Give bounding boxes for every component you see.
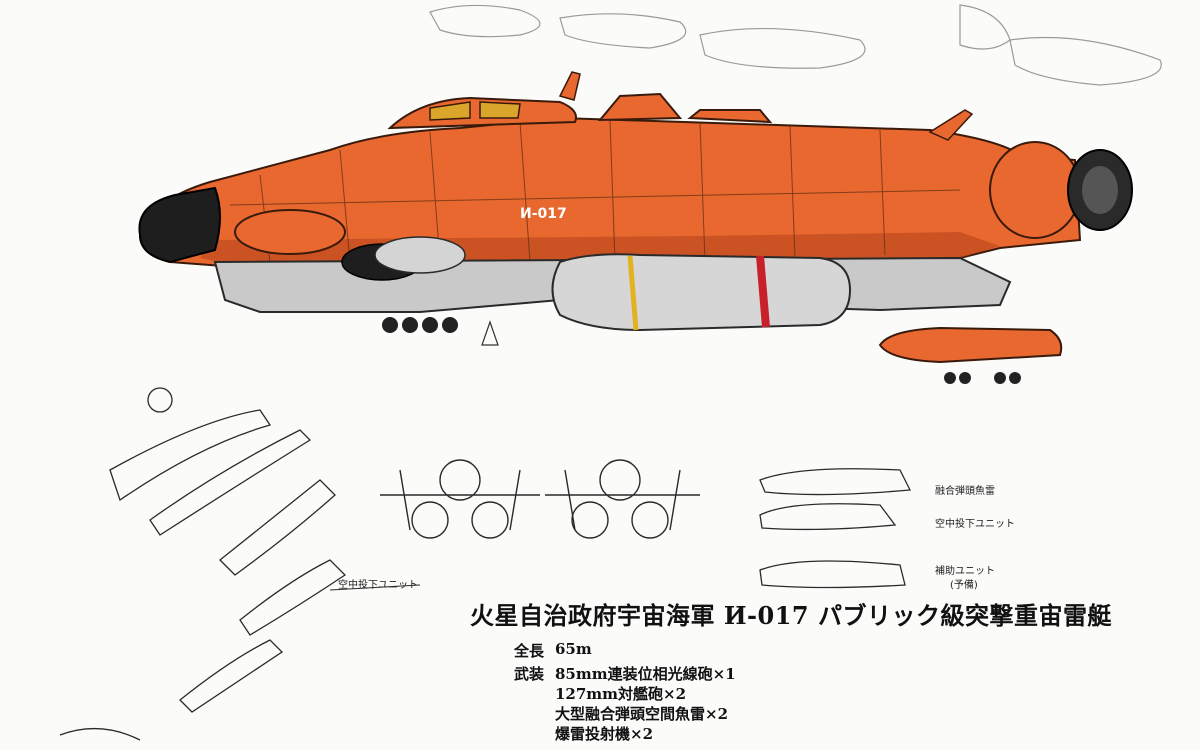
- length-label: 全長: [514, 642, 545, 660]
- armament-label: 武装: [514, 665, 545, 683]
- front-views: [380, 459, 700, 539]
- armament-item: 大型融合弾頭空間魚雷×2: [555, 705, 729, 723]
- armament-item: 85mm連装位相光線砲×1: [555, 665, 736, 683]
- torpedo-boat: И-017: [138, 71, 1133, 384]
- hull-marking: И-017: [520, 206, 567, 222]
- top-sketches: [429, 4, 1162, 86]
- armament-item: 爆雷投射機×2: [555, 725, 654, 743]
- note-drop-unit-right: 空中投下ユニット: [935, 519, 1015, 530]
- ship-title: 火星自治政府宇宙海軍 И-017 パブリック級突撃重宙雷艇: [470, 601, 1112, 630]
- weapon-sketches: [759, 468, 912, 589]
- note-fusion-torpedo: 融合弾頭魚雷: [935, 486, 995, 497]
- note-aux-unit-sub: (予備): [950, 580, 978, 591]
- note-drop-unit-left: 空中投下ユニット: [338, 580, 418, 591]
- left-sketches: [59, 387, 421, 741]
- note-aux-unit: 補助ユニット: [935, 566, 995, 577]
- armament-item: 127mm対艦砲×2: [555, 685, 687, 703]
- length-value: 65m: [555, 640, 592, 658]
